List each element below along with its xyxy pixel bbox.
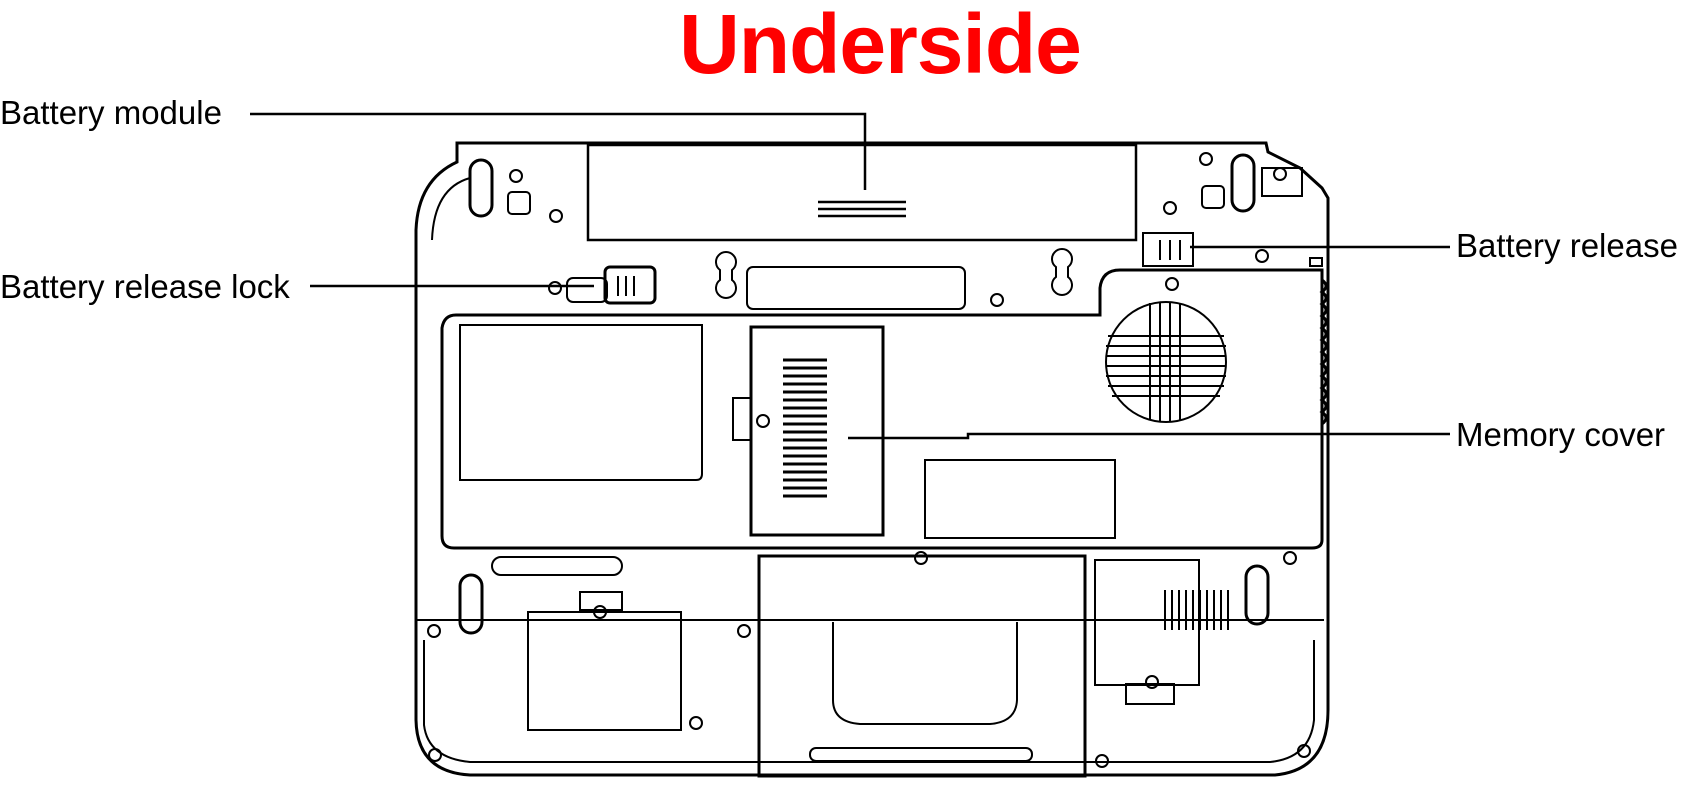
battery-release-switch bbox=[1142, 232, 1194, 291]
right-edge-vents bbox=[1319, 278, 1328, 426]
lower-compartments bbox=[458, 554, 1270, 778]
battery-module bbox=[586, 143, 1138, 242]
battery-release-lock-switch bbox=[548, 265, 657, 305]
laptop-body bbox=[414, 141, 1330, 777]
label-battery-release-lock: Battery release lock bbox=[0, 268, 290, 305]
fan-grille bbox=[1105, 301, 1227, 423]
leader-battery-module bbox=[250, 112, 867, 190]
label-memory-cover: Memory cover bbox=[1456, 416, 1666, 453]
label-battery-module: Battery module bbox=[0, 94, 222, 131]
memory-cover bbox=[732, 325, 885, 537]
main-panel bbox=[440, 268, 1324, 550]
leader-memory-cover bbox=[848, 432, 1450, 440]
diagram-title: Underside bbox=[679, 0, 1082, 91]
screws bbox=[427, 152, 1311, 768]
upper-features bbox=[468, 153, 1323, 310]
leader-lines bbox=[250, 112, 1450, 440]
label-battery-release: Battery release bbox=[1456, 227, 1678, 264]
